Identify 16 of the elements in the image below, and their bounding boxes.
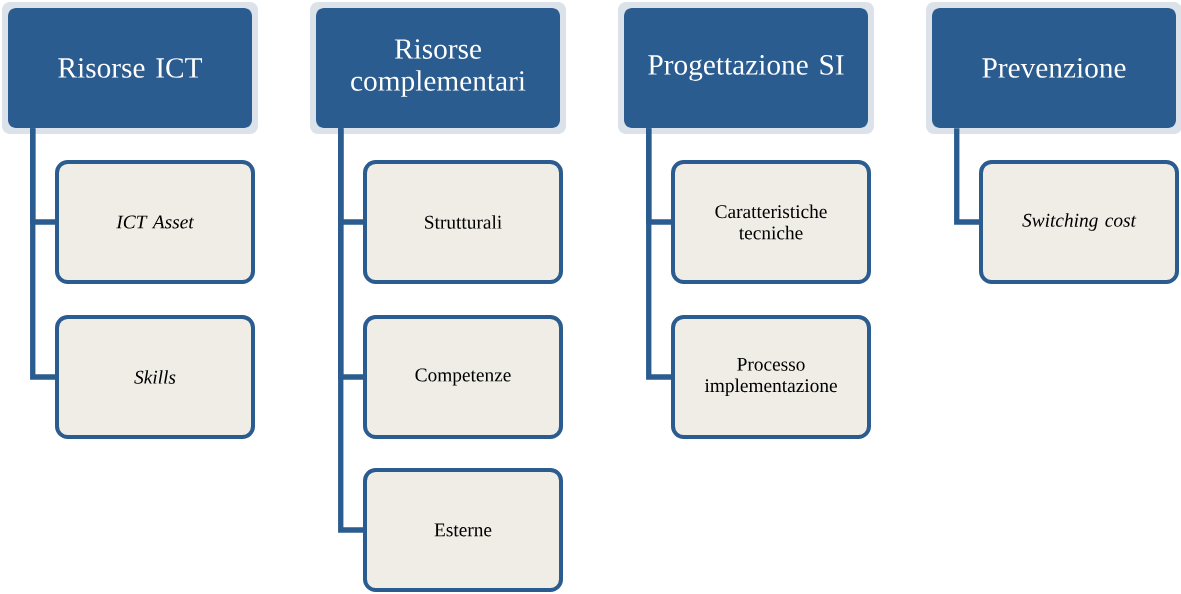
item-box: Processo implementazione: [671, 315, 871, 439]
category-header: Progettazione SI: [618, 2, 874, 134]
connector-line: [646, 128, 671, 380]
category-header: Risorse complementari: [310, 2, 566, 134]
item-box: Competenze: [363, 315, 563, 439]
item-box: Switching cost: [979, 160, 1179, 284]
item-box: Strutturali: [363, 160, 563, 284]
connector-line: [30, 128, 55, 380]
category-header: Risorse ICT: [2, 2, 258, 134]
category-header: Prevenzione: [926, 2, 1181, 134]
connector-line: [954, 128, 979, 225]
item-box: Caratteristiche tecniche: [671, 160, 871, 284]
item-box: Esterne: [363, 468, 563, 592]
item-box: ICT Asset: [55, 160, 255, 284]
connector-line: [338, 128, 363, 533]
item-box: Skills: [55, 315, 255, 439]
